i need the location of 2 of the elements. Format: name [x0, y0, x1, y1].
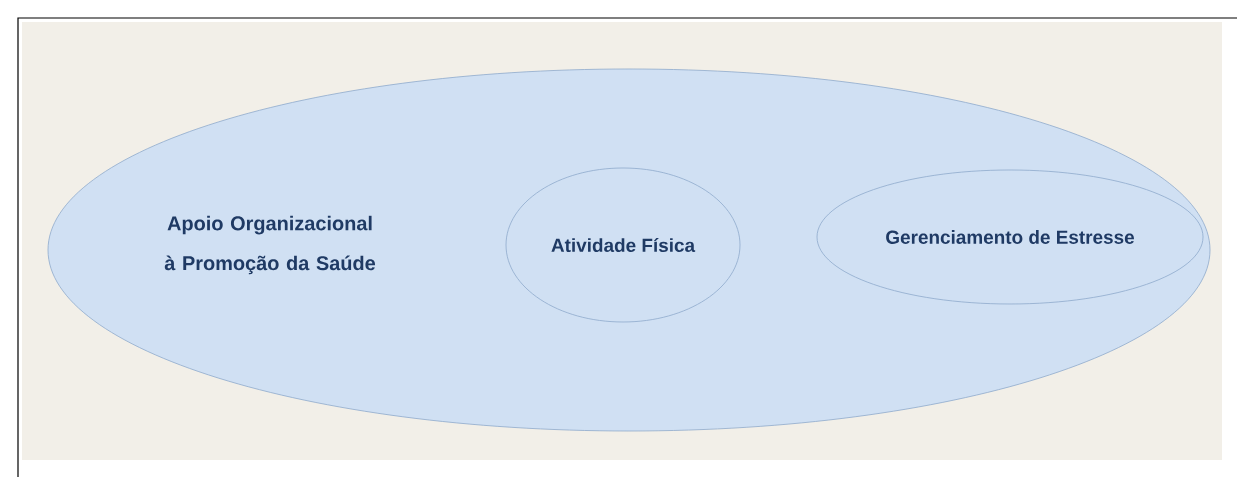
ellipse-node: Gerenciamento de Estresse: [816, 169, 1204, 305]
ellipse-node: Atividade Física: [505, 167, 741, 323]
